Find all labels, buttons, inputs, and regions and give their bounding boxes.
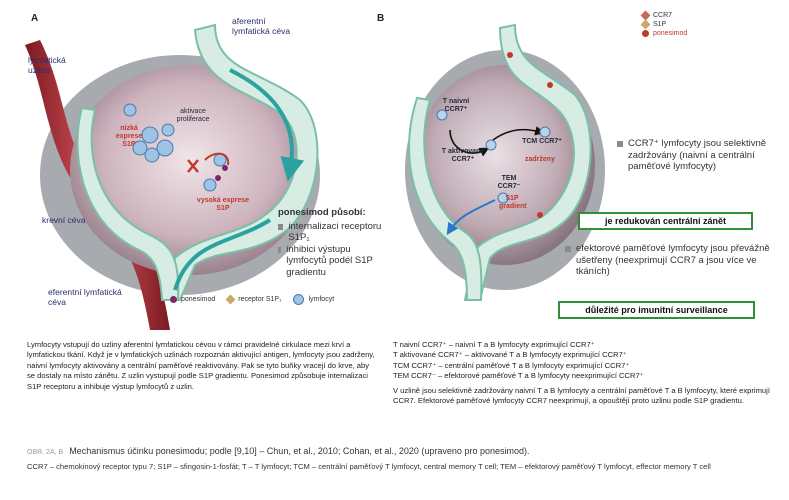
label-efferent: eferentní lymfatická céva [48, 287, 122, 307]
panel-b: B CCR7 S1P ponesimod T naivní CCR7⁺ T ak… [377, 0, 789, 330]
lymph-sinus [408, 96, 483, 301]
legend-b: CCR7 S1P ponesimod [640, 10, 687, 37]
ponesimod-dot [215, 175, 221, 181]
legend-item-s1p: S1P [640, 19, 687, 30]
label-t-naive: T naivní CCR7⁺ [442, 98, 470, 113]
lymphocyte-cluster [123, 103, 227, 192]
bullet-retained: CCR7⁺ lymfocyty jsou selektivně zadržová… [617, 138, 777, 173]
label-t-activated: T aktivované CCR7⁺ [441, 148, 485, 163]
caption-text: Mechanismus účinku ponesimodu; podle [9,… [69, 446, 530, 456]
label-high-expression: vysoká exprese S1P [196, 197, 250, 212]
recycle-arrow [204, 152, 230, 166]
tem-cell [497, 192, 509, 204]
flow-arrow [229, 68, 305, 182]
flow-arrow [173, 218, 272, 291]
panel-b-illustration [405, 23, 605, 301]
label-low-expression: nízká exprese S1P [115, 125, 143, 148]
cell-path-arrow [449, 129, 490, 157]
legend-item: receptor S1P₁ [225, 294, 281, 305]
ponesimod-icon [170, 296, 177, 303]
legend-item: ponesimod [170, 294, 215, 305]
label-activation: aktivace proliferace [176, 108, 210, 123]
description-right: V uzlině jsou selektivně zadržovány naiv… [393, 385, 770, 406]
receptor-icon [225, 294, 236, 305]
highlight-surveillance: důležité pro imunitní surveillance [558, 301, 755, 319]
ponesimod-icon [642, 30, 649, 37]
naive-cell [436, 109, 448, 121]
label-retained: zadrženy [525, 156, 555, 163]
label-lymph-node: lymfatická uzlina [28, 55, 66, 75]
abbreviation-line: T naivní CCR7⁺ – naivní T a B lymfocyty … [393, 340, 595, 349]
figure-caption: OBR. 2A, B Mechanismus účinku ponesimodu;… [27, 445, 777, 459]
label-blood-vessel: krevní céva [42, 215, 86, 225]
legend-item-ccr7: CCR7 [640, 10, 687, 21]
label-s1p-gradient: S1P gradient [499, 195, 527, 210]
ponesimod-box-title: ponesimod působí: [278, 207, 366, 218]
s1p-gradient-arrow [446, 199, 496, 235]
ponesimod-dot [507, 52, 513, 58]
panel-a: A aferentní lymfatická céva lymfatická u… [0, 0, 394, 330]
legend-item-ponesimod: ponesimod [642, 30, 687, 37]
ponesimod-item: inhibici výstupu lymfocytů podél S1P gra… [278, 244, 393, 279]
panel-letter-a: A [31, 13, 39, 24]
abbreviation-line: TCM CCR7⁺ – centrální paměťové T a B lym… [393, 360, 630, 370]
activated-cell [485, 139, 497, 151]
figure-id: OBR. 2A, B [27, 449, 64, 456]
abbreviation-line: T aktivované CCR7⁺ – aktivované T a B ly… [393, 350, 627, 360]
s1p-icon [640, 19, 651, 30]
ponesimod-dot [547, 82, 553, 88]
legend-item: lymfocyt [293, 294, 334, 305]
panel-letter-b: B [377, 13, 385, 24]
footnote: CCR7 – chemokinový receptor typu 7; S1P … [27, 462, 711, 471]
lymph-sinus [76, 106, 180, 301]
bullet-effector: efektorové paměťové lymfocyty jsou převá… [565, 243, 777, 278]
ponesimod-dot [537, 212, 543, 218]
tcm-cell [539, 126, 551, 138]
ponesimod-action-box: ponesimod působí: internalizaci receptor… [278, 207, 393, 278]
inhibition-cross [187, 159, 199, 173]
panel-a-illustration [25, 23, 320, 330]
lymphocyte-icon [293, 294, 305, 305]
ponesimod-item: internalizaci receptoru S1P₁ [278, 221, 393, 244]
abbreviation-line: TEM CCR7⁻ – efektorové paměťové T a B ly… [393, 371, 644, 381]
label-tcm: TCM CCR7⁺ [522, 138, 562, 145]
label-tem: TEM CCR7⁻ [497, 175, 521, 190]
legend-a: ponesimod receptor S1P₁ lymfocyt [170, 294, 334, 305]
cell-path-arrow [492, 126, 545, 141]
abbreviations-right: T naivní CCR7⁺ – naivní T a B lymfocyty … [393, 340, 773, 406]
highlight-central-inflammation: je redukován centrální zánět [578, 212, 753, 230]
ponesimod-dot [222, 165, 228, 171]
description-left: Lymfocyty vstupují do uzliny aferentní l… [27, 340, 375, 391]
label-afferent: aferentní lymfatická céva [232, 16, 291, 36]
